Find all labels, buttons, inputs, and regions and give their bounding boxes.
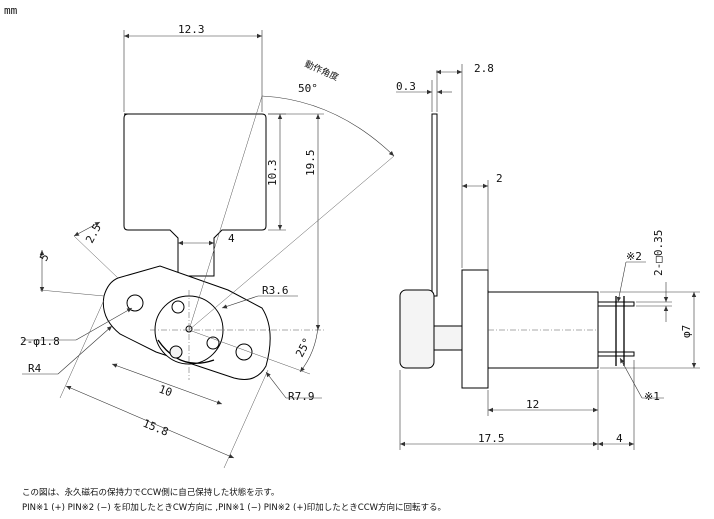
dim-4-shaft: 4 <box>228 232 235 245</box>
rotor-pin-top <box>171 300 185 314</box>
note-line-2: PIN※1 (+) PIN※2 (−) を印加したときCW方向に ,PIN※1 … <box>22 503 447 513</box>
operating-angle-value: 50° <box>298 82 318 95</box>
rotor-pin-bottom <box>169 345 183 359</box>
housing-hole-right <box>235 343 253 361</box>
dim-19-5: 19.5 <box>304 150 317 177</box>
dim-10: 10 <box>157 383 174 400</box>
operating-angle-label: 動作角度 <box>303 58 341 84</box>
dim-phi7: φ7 <box>680 325 693 338</box>
side-blade <box>431 113 438 297</box>
dim-17-5: 17.5 <box>478 432 505 445</box>
rotor-slot <box>157 339 215 364</box>
dim-hole: 2-φ1.8 <box>20 335 60 348</box>
dim-r7-9: R7.9 <box>288 390 315 403</box>
dim-r4: R4 <box>28 362 42 375</box>
dim-12-3: 12.3 <box>178 23 205 36</box>
dim-pin: 2-□0.35 <box>652 230 665 276</box>
shutter-blade <box>123 113 267 277</box>
dim-4-pin: 4 <box>616 432 623 445</box>
note-line-1: この図は、永久磁石の保持力でCCW側に自己保持した状態を示す。 <box>22 488 280 498</box>
dim-10-3: 10.3 <box>266 160 279 187</box>
dim-2: 2 <box>496 172 503 185</box>
dim-25deg: 25° <box>293 336 314 360</box>
dim-5: 5 <box>37 251 52 263</box>
side-collar <box>433 325 463 351</box>
mark-1: ※1 <box>644 390 660 403</box>
dim-2-5: 2.5 <box>83 222 104 246</box>
front-view: 12.3 10.3 19.5 4 動作角度 50° 2.5 5 R3.6 <box>20 23 395 469</box>
dim-15-8: 15.8 <box>141 417 170 439</box>
side-view: 0.3 2.8 2 2-□0.35 ※2 φ7 ※1 12 <box>396 62 700 450</box>
side-flange <box>461 269 489 389</box>
mark-2: ※2 <box>626 250 642 263</box>
dim-0-3: 0.3 <box>396 80 416 93</box>
dim-2-8: 2.8 <box>474 62 494 75</box>
dim-r3-6: R3.6 <box>262 284 289 297</box>
side-cap <box>399 289 435 369</box>
dim-12: 12 <box>526 398 539 411</box>
housing-hole-left <box>126 294 144 312</box>
unit-label: mm <box>4 4 18 17</box>
